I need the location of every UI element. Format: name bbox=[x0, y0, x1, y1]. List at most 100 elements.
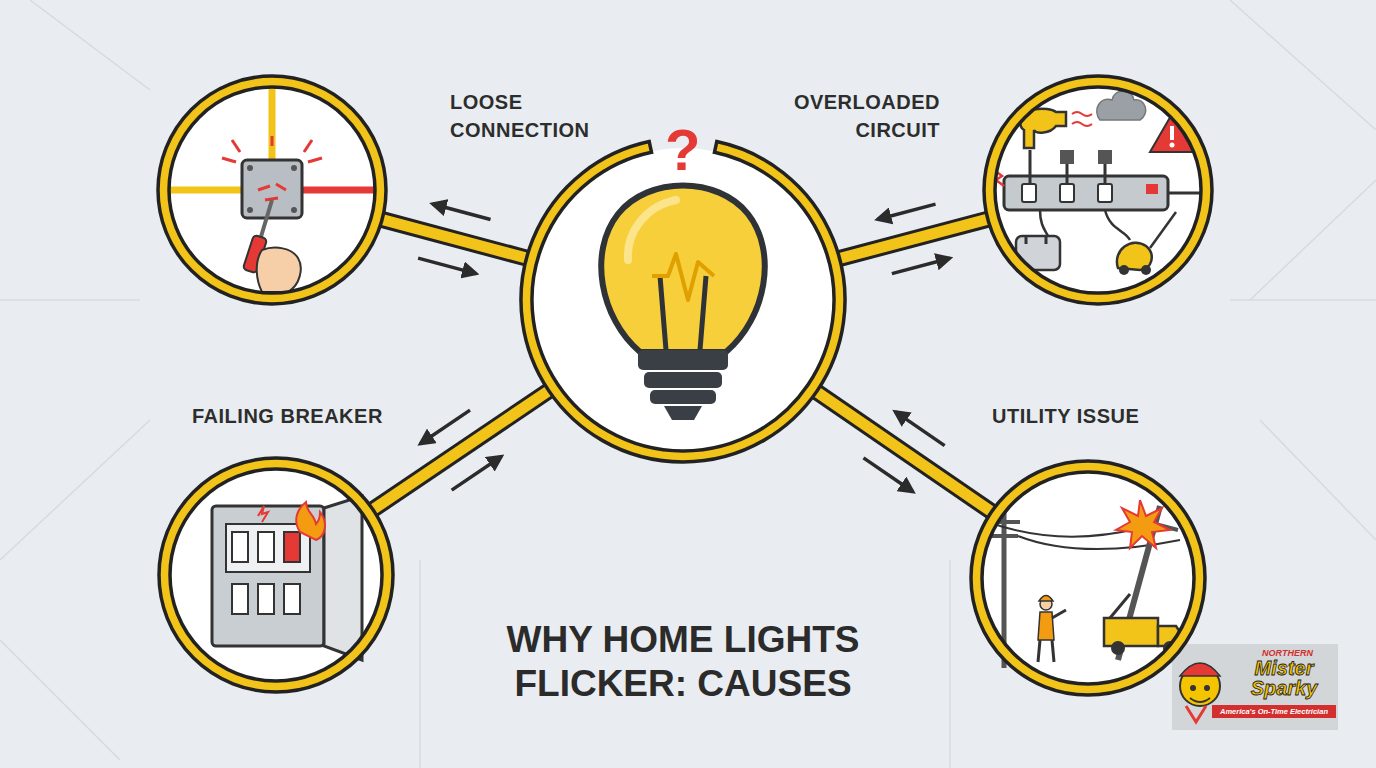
overloaded-circuit-icon-part bbox=[1060, 150, 1074, 164]
failing-breaker-icon-part bbox=[284, 584, 300, 614]
loose-connection-icon-part bbox=[242, 160, 302, 218]
overloaded-circuit-icon-part bbox=[1098, 184, 1112, 202]
cause-circle: UTILITY ISSUE bbox=[971, 461, 1205, 695]
flow-arrow bbox=[863, 458, 912, 492]
utility-issue-icon-part bbox=[1111, 641, 1125, 655]
flow-arrow bbox=[895, 412, 944, 446]
overloaded-circuit-icon-part bbox=[1150, 212, 1176, 248]
ring bbox=[984, 76, 1212, 304]
flow-arrow bbox=[892, 258, 950, 273]
failing-breaker-icon-part bbox=[258, 506, 268, 522]
overloaded-circuit-icon-part bbox=[1060, 184, 1074, 202]
logo-badge-part bbox=[1186, 706, 1206, 722]
utility-issue-icon bbox=[988, 500, 1184, 668]
loose-connection-icon-part bbox=[258, 184, 286, 190]
utility-issue-icon-part bbox=[1039, 596, 1053, 602]
background-lines-part bbox=[1230, 0, 1376, 130]
loose-connection-icon-part-part bbox=[304, 140, 312, 152]
flow-arrow bbox=[452, 457, 502, 491]
cause-circle: FAILING BREAKER bbox=[159, 458, 393, 692]
loose-connection-icon-part-part bbox=[222, 158, 236, 162]
background-lines-part bbox=[1250, 180, 1376, 300]
failing-breaker-icon-part bbox=[226, 524, 310, 572]
failing-breaker-icon-part bbox=[284, 532, 300, 562]
ring-outline bbox=[158, 76, 386, 304]
failing-breaker-icon bbox=[212, 496, 362, 660]
cause-circle: OVERLOADED CIRCUIT bbox=[984, 76, 1212, 304]
overloaded-circuit-icon-part bbox=[1141, 265, 1151, 275]
background-lines-part bbox=[0, 640, 120, 760]
question-mark: ? bbox=[653, 118, 713, 182]
logo-tagline: America's On-Time Electrician bbox=[1212, 705, 1336, 718]
band-outline bbox=[370, 388, 552, 511]
loose-connection-icon-part bbox=[260, 200, 272, 240]
flow-arrow bbox=[418, 258, 476, 274]
diagram-title: WHY HOME LIGHTS FLICKER: CAUSES bbox=[463, 618, 903, 706]
overloaded-circuit-icon-part bbox=[1146, 184, 1158, 194]
cause-heading: OVERLOADED CIRCUIT bbox=[745, 88, 940, 144]
light-bulb-icon-part bbox=[650, 390, 716, 404]
failing-breaker-icon-part bbox=[232, 532, 248, 562]
cause-heading: FAILING BREAKER bbox=[192, 402, 432, 430]
loose-connection-icon-part bbox=[222, 136, 322, 200]
utility-issue-icon-part bbox=[1104, 618, 1158, 646]
light-bulb-icon-part bbox=[652, 254, 714, 300]
overloaded-circuit-icon-part bbox=[1170, 143, 1175, 148]
loose-connection-icon-part-part bbox=[271, 136, 274, 146]
light-bulb-icon-part bbox=[638, 350, 728, 370]
utility-issue-icon-part bbox=[1038, 610, 1066, 662]
ring bbox=[971, 461, 1205, 695]
band-outline bbox=[378, 218, 530, 259]
loose-connection-icon-part-part bbox=[232, 140, 240, 152]
ring-outline bbox=[521, 138, 845, 462]
overloaded-circuit-icon-part bbox=[1098, 150, 1112, 164]
utility-issue-icon-part bbox=[1116, 500, 1170, 548]
logo-badge-part bbox=[1172, 644, 1338, 730]
connector-band bbox=[836, 204, 992, 274]
light-bulb-icon-part bbox=[628, 200, 676, 260]
overloaded-circuit-icon-part bbox=[1025, 236, 1028, 244]
band-outline bbox=[836, 218, 992, 259]
loose-connection-icon-part bbox=[166, 187, 242, 194]
background-lines-part bbox=[1230, 299, 1376, 301]
overloaded-circuit-icon-part bbox=[1045, 236, 1048, 244]
loose-connection-icon-part bbox=[291, 165, 297, 171]
ring-outline bbox=[984, 76, 1212, 304]
connector-band bbox=[813, 389, 995, 514]
connector-band bbox=[370, 388, 552, 511]
center-circle: ? bbox=[521, 138, 845, 462]
flow-arrow bbox=[878, 204, 936, 219]
light-bulb-icon-part bbox=[664, 406, 702, 420]
band-fill bbox=[836, 218, 992, 259]
logo-badge-part bbox=[1180, 663, 1220, 676]
overloaded-circuit-icon-part bbox=[1022, 184, 1036, 202]
failing-breaker-icon-part bbox=[258, 584, 274, 614]
overloaded-circuit-icon-part bbox=[1170, 126, 1174, 140]
band-outline bbox=[813, 389, 995, 514]
ring-outline bbox=[159, 458, 393, 692]
utility-issue-icon-part bbox=[1038, 612, 1054, 640]
failing-breaker-icon-part bbox=[324, 496, 362, 660]
background-lines-part bbox=[949, 560, 951, 768]
band-fill bbox=[813, 389, 995, 514]
light-bulb-icon-part bbox=[644, 372, 722, 388]
failing-breaker-icon-part bbox=[296, 502, 325, 540]
flow-arrow bbox=[433, 204, 491, 220]
logo-name: Mister Sparky bbox=[1232, 658, 1336, 698]
utility-issue-icon-part bbox=[990, 534, 1018, 538]
band-fill bbox=[378, 218, 530, 259]
band-fill bbox=[370, 388, 552, 511]
background-lines-part bbox=[30, 0, 150, 90]
loose-connection-icon-part bbox=[257, 248, 301, 292]
cause-heading: UTILITY ISSUE bbox=[992, 402, 1212, 430]
cause-circle: LOOSE CONNECTION bbox=[158, 76, 386, 304]
background-lines-part bbox=[419, 560, 421, 768]
ring bbox=[158, 76, 386, 304]
loose-connection-icon-part bbox=[302, 187, 378, 194]
cause-heading: LOOSE CONNECTION bbox=[450, 88, 630, 144]
circle-ground bbox=[168, 86, 1202, 685]
loose-connection-icon-part-part bbox=[308, 158, 322, 162]
loose-connection-icon-part bbox=[291, 207, 297, 213]
light-bulb-icon-part bbox=[601, 186, 765, 353]
